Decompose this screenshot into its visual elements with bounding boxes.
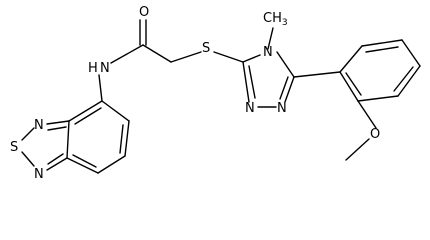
atom-n-benzothiadiazole-3: N bbox=[34, 167, 44, 182]
bond-n4-c3 bbox=[276, 51, 295, 78]
atom-n-triazole-2: N bbox=[277, 101, 287, 116]
bond-c3-n2 bbox=[284, 76, 295, 103]
bond-n1-c5 bbox=[242, 61, 250, 103]
bond-ph-5 bbox=[357, 95, 399, 102]
bond-triazole-phenyl bbox=[293, 71, 341, 78]
bond-ph-inner-c bbox=[345, 72, 362, 96]
atom-h-amide: H bbox=[88, 61, 98, 76]
bond-bt-3 bbox=[97, 155, 126, 174]
bond-bt-4 bbox=[66, 157, 99, 174]
bond-ph-3 bbox=[401, 39, 421, 67]
bond-aryl-o bbox=[357, 100, 377, 129]
bond-ph-6 bbox=[339, 71, 359, 102]
bond-ph-4 bbox=[397, 65, 421, 97]
bond-bt-inner-b bbox=[72, 154, 97, 168]
bond-ch2-s bbox=[170, 51, 202, 63]
molecule-diagram: O N H S N CH3 N N N S N O bbox=[10, 5, 421, 182]
bond-o-me bbox=[345, 138, 370, 161]
bond-ph-inner-a bbox=[365, 46, 399, 53]
bond-s-triazole bbox=[213, 51, 244, 63]
bond-bt-1 bbox=[101, 100, 130, 122]
atom-o-carbonyl: O bbox=[139, 5, 149, 20]
atom-labels: O N H S N CH3 N N N S N O bbox=[10, 5, 380, 182]
bond-bt-inner-a bbox=[119, 124, 124, 154]
bond-n1-s bbox=[21, 127, 35, 141]
bond-ph-inner-b bbox=[393, 66, 414, 92]
atom-n-triazole-4: N bbox=[263, 45, 273, 60]
structure-canvas: O N H S N CH3 N N N S N O bbox=[10, 5, 421, 182]
bond-c-n1 bbox=[46, 120, 70, 125]
methyl-subscript-3: 3 bbox=[282, 18, 288, 28]
methyl-ch-text: CH bbox=[263, 11, 282, 26]
bond-n3-c-double bbox=[47, 153, 64, 165]
bond-bt-2 bbox=[124, 120, 130, 157]
atom-n-amide: N bbox=[100, 61, 110, 76]
atom-o-methoxy: O bbox=[370, 127, 380, 142]
bond-bt-5 bbox=[66, 120, 70, 159]
atom-n-benzothiadiazole-1: N bbox=[34, 118, 44, 133]
atom-s-benzothiadiazole: S bbox=[10, 140, 18, 155]
bond-ph-1 bbox=[339, 45, 363, 73]
bond-s-n3 bbox=[21, 151, 35, 167]
bond-n4-methyl bbox=[267, 27, 274, 50]
bond-amide-cn bbox=[110, 44, 144, 64]
bond-n3-c bbox=[46, 157, 68, 171]
bonds bbox=[21, 19, 421, 174]
bond-n1-c5-double bbox=[248, 65, 256, 99]
bond-c3-n2-double bbox=[279, 76, 289, 100]
bond-n-aryl bbox=[98, 74, 103, 102]
bond-bt-6 bbox=[68, 100, 103, 122]
bond-ph-2 bbox=[361, 39, 403, 47]
bond-c5-n4 bbox=[242, 54, 261, 63]
atom-s-thioether: S bbox=[202, 41, 210, 56]
bond-bt-inner-c bbox=[74, 107, 102, 125]
bond-carbonyl-ch2 bbox=[142, 44, 172, 63]
atom-methyl: CH3 bbox=[263, 11, 288, 28]
bond-c-n1-double bbox=[47, 126, 67, 131]
atom-n-triazole-1: N bbox=[245, 101, 255, 116]
